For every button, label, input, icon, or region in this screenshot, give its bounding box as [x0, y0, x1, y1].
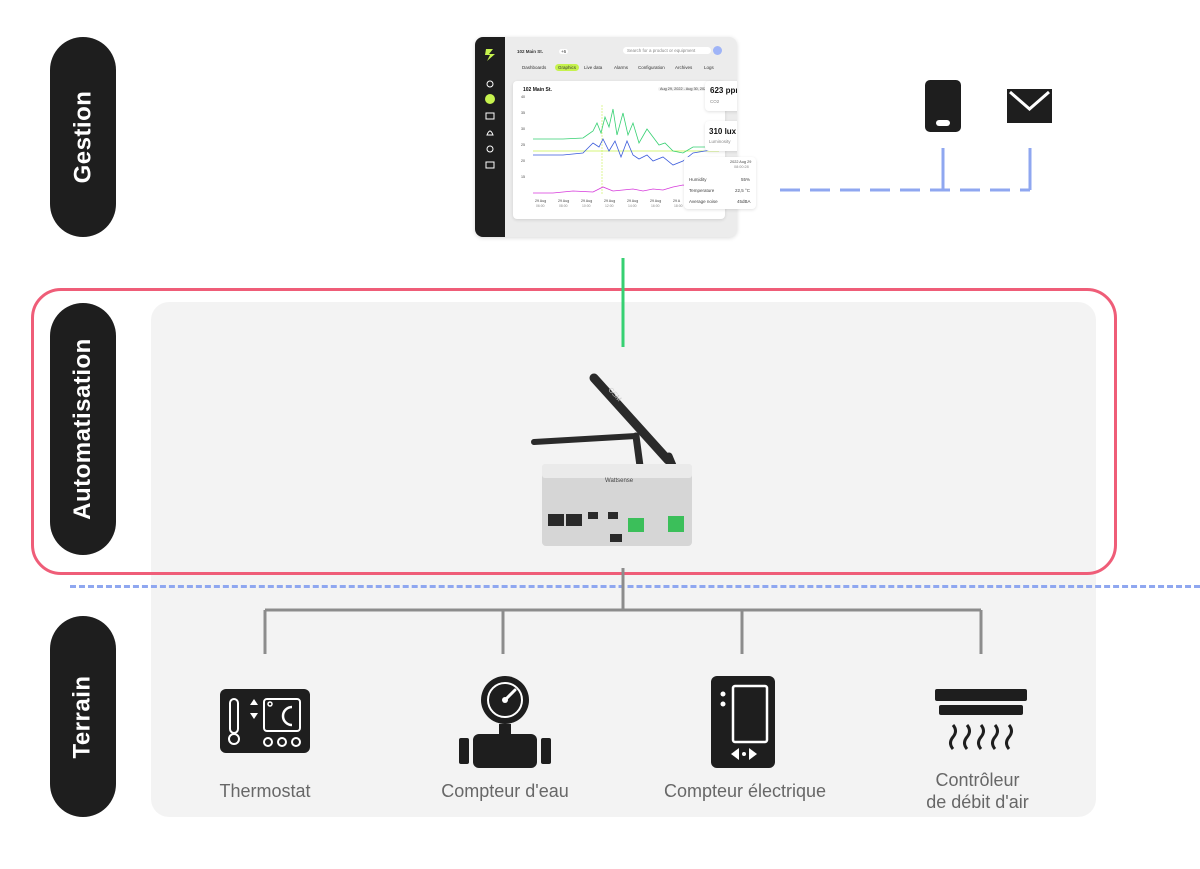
- ethernet-port: [548, 514, 564, 526]
- lux-value: 310 lux: [709, 127, 737, 136]
- terminal-block: [668, 516, 684, 532]
- site-address: 102 Main St.: [517, 49, 544, 54]
- co2-value: 623 ppm: [710, 86, 737, 95]
- chart-x-time: 12:00: [605, 204, 614, 208]
- air-flow-controller-icon: [935, 689, 1027, 750]
- field-bus-lines: [263, 568, 983, 654]
- series-green: [533, 108, 719, 154]
- terminal-block: [628, 518, 644, 532]
- thermostat-icon: [220, 689, 310, 753]
- chart-x-time: 16:00: [651, 204, 660, 208]
- tooltip-row-name: Average noise: [689, 199, 718, 204]
- tooltip-row-value: 55%: [741, 177, 751, 182]
- gateway-device: GSM Wattsense: [531, 373, 692, 546]
- tooltip-row-name: Temperature: [689, 188, 715, 193]
- avatar[interactable]: [713, 46, 722, 55]
- tooltip-row-name: Humidity: [689, 177, 707, 182]
- smartphone-icon: [925, 80, 961, 132]
- logo-icon: [485, 49, 495, 61]
- antenna-left: [531, 433, 639, 445]
- usb-port: [608, 512, 618, 519]
- thermostat-label: Thermostat: [219, 781, 311, 801]
- chart-y-tick: 20: [521, 159, 525, 163]
- tab-graphics[interactable]: Graphics: [555, 64, 580, 71]
- chart-y-tick: 25: [521, 143, 525, 147]
- air-flow-label-line1: Contrôleur: [935, 770, 1020, 790]
- tooltip-time: 08:00:28: [734, 165, 749, 169]
- network-boundary-line: [70, 585, 1200, 588]
- layer-management-pill: Gestion: [50, 37, 116, 237]
- archive-icon: [485, 161, 495, 169]
- ethernet-port: [566, 514, 582, 526]
- site-badge: +6: [559, 49, 569, 54]
- chart-x-time: 14:00: [628, 204, 637, 208]
- electric-meter-icon: [711, 676, 775, 768]
- tab-archives[interactable]: Archives: [675, 65, 693, 70]
- chart-x-tick: 29 Aug: [650, 199, 662, 203]
- layer-field-pill: Terrain: [50, 616, 116, 817]
- chart-x-time: 08:00: [559, 204, 568, 208]
- list-icon: [485, 112, 495, 120]
- tab-live-data[interactable]: Live data: [584, 65, 603, 70]
- chart-x-tick: 29 Aug: [535, 199, 547, 203]
- automation-frame: [31, 288, 1117, 575]
- chart-x-tick: 29 Aug: [604, 199, 616, 203]
- chart-card: 102 Main St. Aug 29, 2022 - Aug 30, 2022…: [513, 81, 725, 219]
- tooltip-row-value: 45dBA: [737, 199, 751, 204]
- graphics-nav-icon: [485, 94, 495, 104]
- co2-card: 623 ppm CO2: [705, 81, 737, 111]
- series-blue: [533, 138, 719, 166]
- chart-y-tick: 15: [521, 175, 525, 179]
- chart-x-time: 18:00: [674, 204, 683, 208]
- chart-x-time: 06:00: [536, 204, 545, 208]
- gsm-antenna: [589, 373, 673, 465]
- air-flow-label-line2: de débit d'air: [926, 792, 1029, 812]
- location-icon: [486, 80, 494, 88]
- layer-automation-pill: Automatisation: [50, 303, 116, 555]
- water-meter-label: Compteur d'eau: [441, 781, 569, 801]
- chart-y-tick: 40: [521, 95, 525, 99]
- tab-logs[interactable]: Logs: [704, 65, 714, 70]
- chart-x-tick: 29 A: [673, 199, 681, 203]
- tab-alarms[interactable]: Alarms: [614, 65, 629, 70]
- email-icon: [1007, 89, 1052, 123]
- tab-dashboards[interactable]: Dashboards: [522, 65, 547, 70]
- tab-configuration[interactable]: Configuration: [638, 65, 665, 70]
- electric-meter-label: Compteur électrique: [663, 781, 827, 801]
- chart-x-tick: 29 Aug: [558, 199, 570, 203]
- chart-x-tick: 29 Aug: [581, 199, 593, 203]
- dashboard-sidebar: [475, 37, 505, 237]
- bell-icon: [486, 130, 494, 136]
- water-meter-icon: [459, 676, 551, 768]
- settings-icon: [486, 145, 494, 153]
- date-range[interactable]: Aug 29, 2022 - Aug 30, 2022: [658, 87, 711, 91]
- tooltip-card: 2022 Aug 29 08:00:28 Humidity 55% Temper…: [684, 157, 756, 209]
- chart-x-time: 10:00: [582, 204, 591, 208]
- chart-title: 102 Main St.: [523, 87, 552, 93]
- co2-label: CO2: [710, 99, 720, 104]
- chart-y-tick: 30: [521, 127, 525, 131]
- chart-y-tick: 35: [521, 111, 525, 115]
- tooltip-row-value: 22,5 °C: [735, 188, 751, 193]
- search-input[interactable]: Search for a product or equipment: [623, 47, 711, 54]
- usb-port: [588, 512, 598, 519]
- lux-card: 310 lux Luminosity: [705, 121, 737, 151]
- tooltip-date: 2022 Aug 29: [730, 160, 752, 164]
- chart-x-tick: 29 Aug: [627, 199, 639, 203]
- lux-label: Luminosity: [709, 139, 731, 144]
- gateway-brand: Wattsense: [605, 478, 634, 484]
